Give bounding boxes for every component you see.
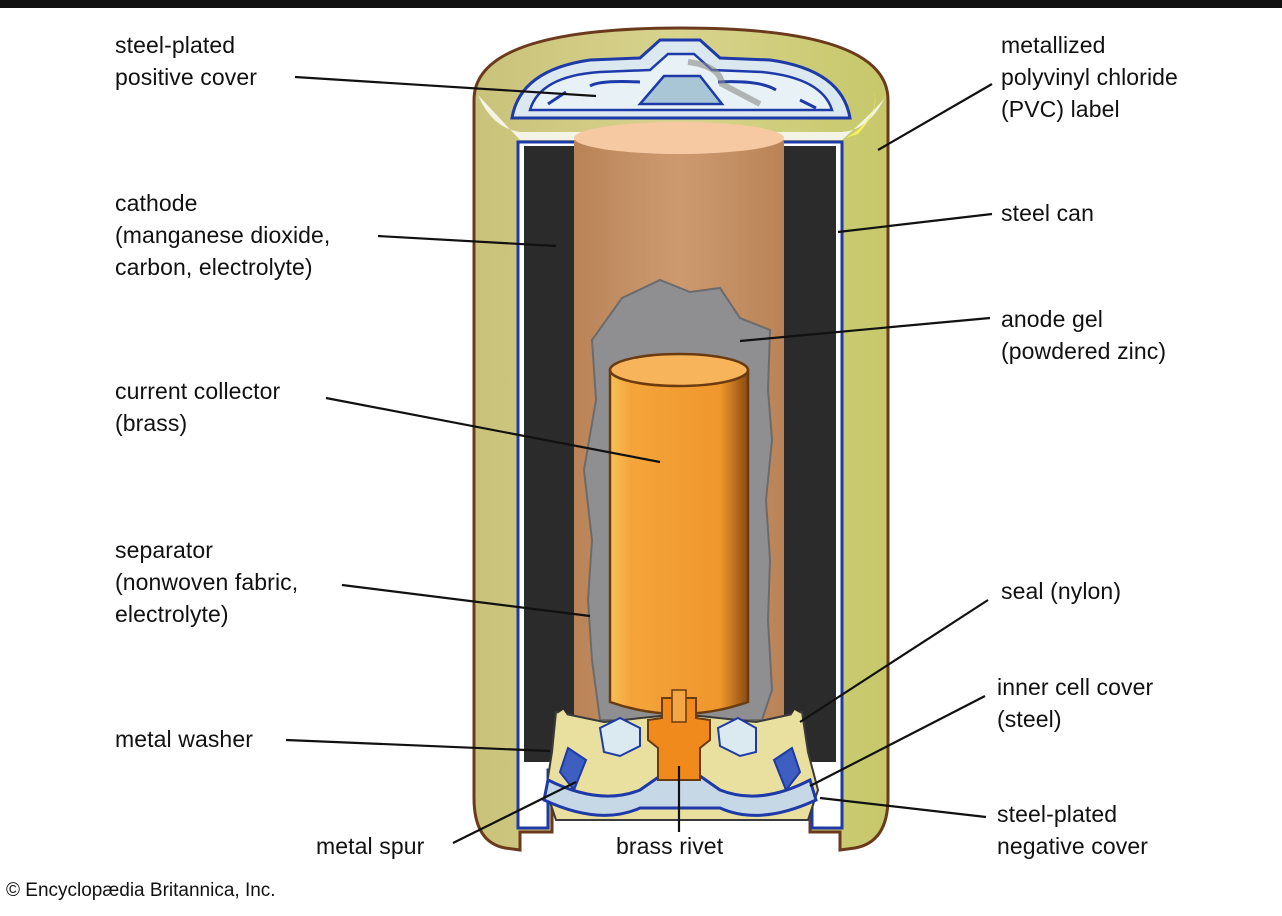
- brass-rivet-shape: [647, 697, 711, 781]
- label-steel-can: steel can: [1001, 200, 1094, 226]
- copyright-credit: © Encyclopædia Britannica, Inc.: [6, 880, 276, 901]
- label-positive-cover: steel-plated positive cover: [115, 32, 258, 90]
- label-brass-rivet: brass rivet: [616, 833, 724, 859]
- label-pvc-label: metallized polyvinyl chloride (PVC) labe…: [1001, 32, 1178, 122]
- label-negative-cover: steel-plated negative cover: [997, 801, 1148, 859]
- label-cathode: cathode (manganese dioxide, carbon, elec…: [115, 190, 331, 280]
- label-seal: seal (nylon): [1001, 578, 1122, 604]
- label-separator: separator (nonwoven fabric, electrolyte): [115, 537, 299, 627]
- positive-cover-shape: [510, 38, 852, 120]
- current-collector-shape: [608, 352, 750, 716]
- top-bar: [0, 0, 1282, 8]
- leader-lines: [285, 75, 993, 844]
- label-current-collector: current collector (brass): [115, 378, 281, 436]
- label-metal-spur: metal spur: [316, 833, 425, 859]
- label-inner-cell-cover: inner cell cover (steel): [997, 674, 1154, 732]
- label-anode-gel: anode gel (powdered zinc): [1001, 306, 1167, 364]
- label-metal-washer: metal washer: [115, 726, 253, 752]
